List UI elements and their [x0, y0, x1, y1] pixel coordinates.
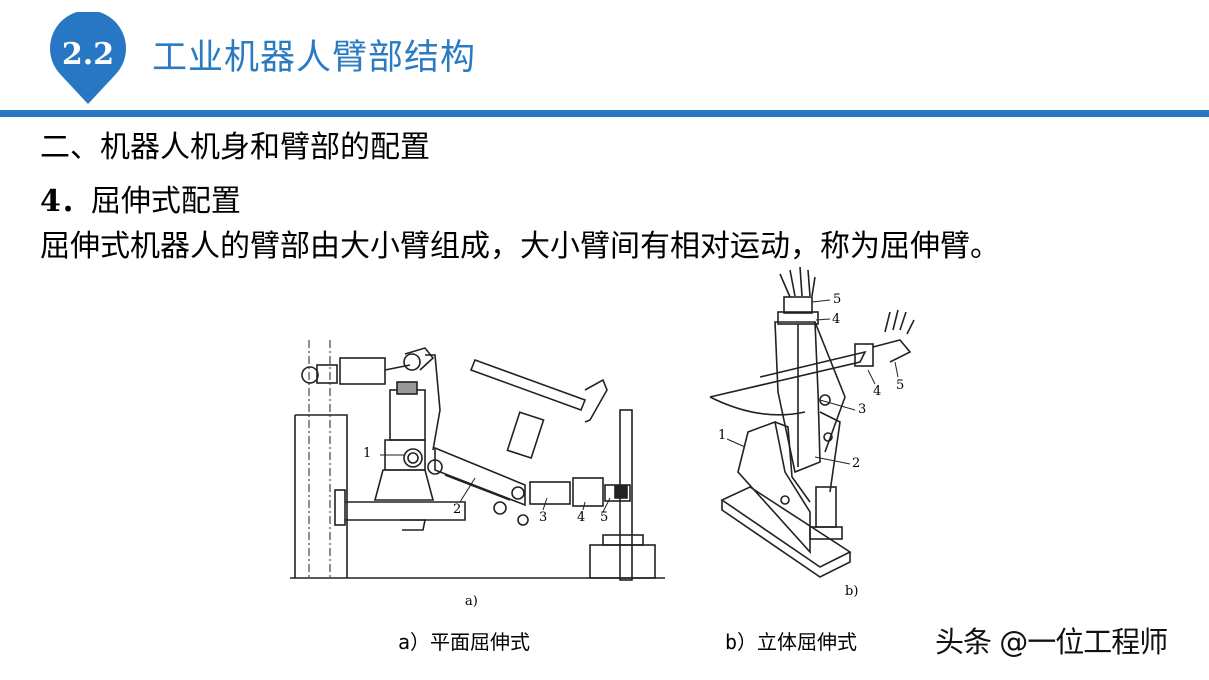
part-label: 3 [858, 402, 867, 417]
part-label: 3 [539, 510, 548, 525]
caption-figure-a: a）平面屈伸式 [398, 630, 531, 654]
caption-figure-b: b）立体屈伸式 [725, 630, 858, 654]
subsection-heading: 4．屈伸式配置 [40, 182, 241, 222]
part-label: 5 [896, 378, 905, 393]
part-label: 4 [577, 510, 586, 525]
part-label: 5 [600, 510, 609, 525]
part-label: 1 [363, 446, 372, 461]
part-label: 5 [833, 292, 842, 307]
part-label: 2 [852, 456, 861, 471]
part-label: 2 [453, 502, 462, 517]
figure-label: b) [845, 584, 859, 599]
figure-a-planar-diagram: 1 2 3 4 5 a) [285, 330, 670, 610]
part-label: 4 [832, 312, 841, 327]
watermark: 头条 @一位工程师 [935, 625, 1168, 659]
subsection-title: 屈伸式配置 [90, 184, 241, 219]
figure-label: a) [465, 594, 478, 609]
figure-b-spatial-diagram: 1 2 3 4 5 4 5 b) [700, 262, 930, 607]
part-label: 1 [718, 428, 727, 443]
part-label: 4 [873, 384, 882, 399]
section-badge: 2.2 [48, 12, 128, 108]
page-title: 工业机器人臂部结构 [152, 38, 477, 78]
body-paragraph: 屈伸式机器人的臂部由大小臂组成，大小臂间有相对运动，称为屈伸臂。 [40, 229, 1000, 264]
header-divider [0, 110, 1209, 117]
subsection-number: 4． [40, 184, 91, 219]
section-number: 2.2 [62, 37, 114, 72]
section-heading: 二、机器人机身和臂部的配置 [40, 130, 430, 165]
